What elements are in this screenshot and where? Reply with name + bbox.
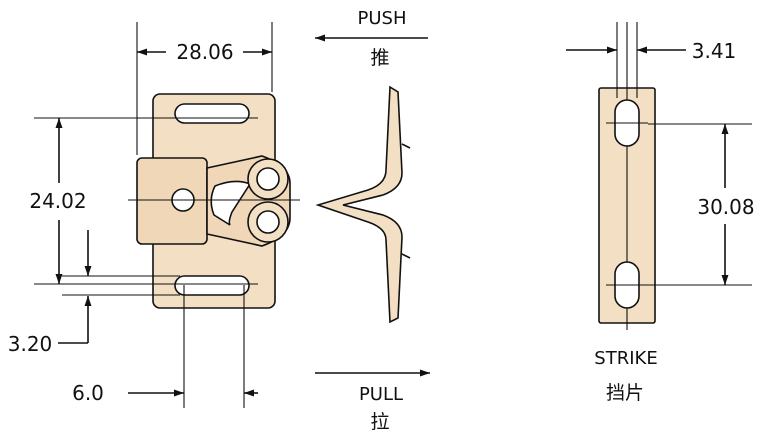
- pull-label-zh: 拉: [370, 411, 389, 433]
- dim-height-left: 24.02: [29, 117, 258, 285]
- dim-offset-left: 3.20: [8, 230, 180, 356]
- dim-offset-left-label: 3.20: [8, 332, 53, 356]
- bottom-slot: [174, 275, 250, 296]
- dim-slot-bottom-label: 6.0: [72, 381, 104, 405]
- dim-width-top-label: 28.06: [176, 40, 233, 64]
- dim-strike-width-label: 3.41: [692, 39, 737, 63]
- dim-strike-spacing-label: 30.08: [697, 195, 754, 219]
- dim-strike-width: 3.41: [566, 22, 736, 98]
- pull-indicator: PULL 拉: [315, 369, 430, 433]
- pull-label: PULL: [359, 384, 403, 405]
- strike-plate: [598, 22, 656, 330]
- dim-height-left-label: 24.02: [29, 189, 86, 213]
- dim-slot-bottom: 6.0: [72, 285, 258, 408]
- push-label-zh: 推: [370, 47, 389, 69]
- dim-strike-spacing: 30.08: [648, 123, 755, 286]
- dim-width-top: 28.06: [136, 22, 273, 155]
- lower-roller-hub: [256, 210, 280, 234]
- strike-label-zh: 挡片: [606, 382, 644, 404]
- upper-roller-hub: [256, 167, 280, 191]
- push-indicator: PUSH 推: [315, 8, 428, 69]
- strike-label: STRIKE: [594, 348, 657, 369]
- spring-clip: [315, 85, 411, 324]
- bracket-cavity: [210, 180, 252, 226]
- latch-body: [128, 93, 300, 309]
- top-slot: [174, 103, 250, 124]
- push-label: PUSH: [358, 8, 407, 29]
